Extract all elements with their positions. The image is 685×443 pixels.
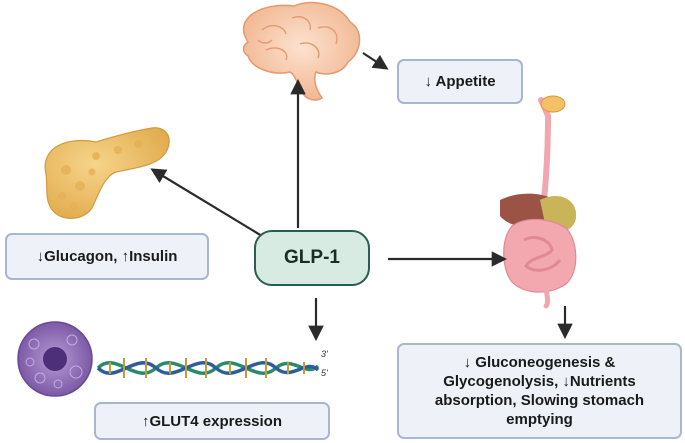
appetite-box: ↓ Appetite [397,59,523,104]
gut-effects-line-1: ↓ Gluconeogenesis & [463,354,616,371]
dna-3-prime-label: 3' [321,349,328,359]
glp1-node: GLP-1 [254,230,370,286]
pancreas-icon [44,127,170,219]
glut4-box: ↑GLUT4 expression [94,402,330,440]
dna-icon [96,358,320,378]
dna-5-prime-label: 5' [321,368,328,378]
arrow-brain-to-appetite [362,52,389,70]
digestive-system-icon [500,95,577,309]
pancreas-effect-label: ↓Glucagon, ↑Insulin [36,248,178,265]
gut-effects-line-2: Glycogenolysis, ↓Nutrients [443,373,636,390]
muscle-cell-icon [17,321,93,397]
arrow-to-pancreas [150,168,263,237]
gut-effects-box: ↓ Gluconeogenesis & Glycogenolysis, ↓Nut… [397,343,682,439]
gut-effects-line-3: absorption, Slowing stomach [434,392,645,409]
pancreas-effect-box: ↓Glucagon, ↑Insulin [5,233,209,280]
gut-effects-line-4: emptying [506,411,573,428]
glut4-label: ↑GLUT4 expression [141,412,283,430]
glp1-label: GLP-1 [284,247,340,268]
appetite-label: ↓ Appetite [424,73,496,90]
brain-icon [242,1,361,101]
